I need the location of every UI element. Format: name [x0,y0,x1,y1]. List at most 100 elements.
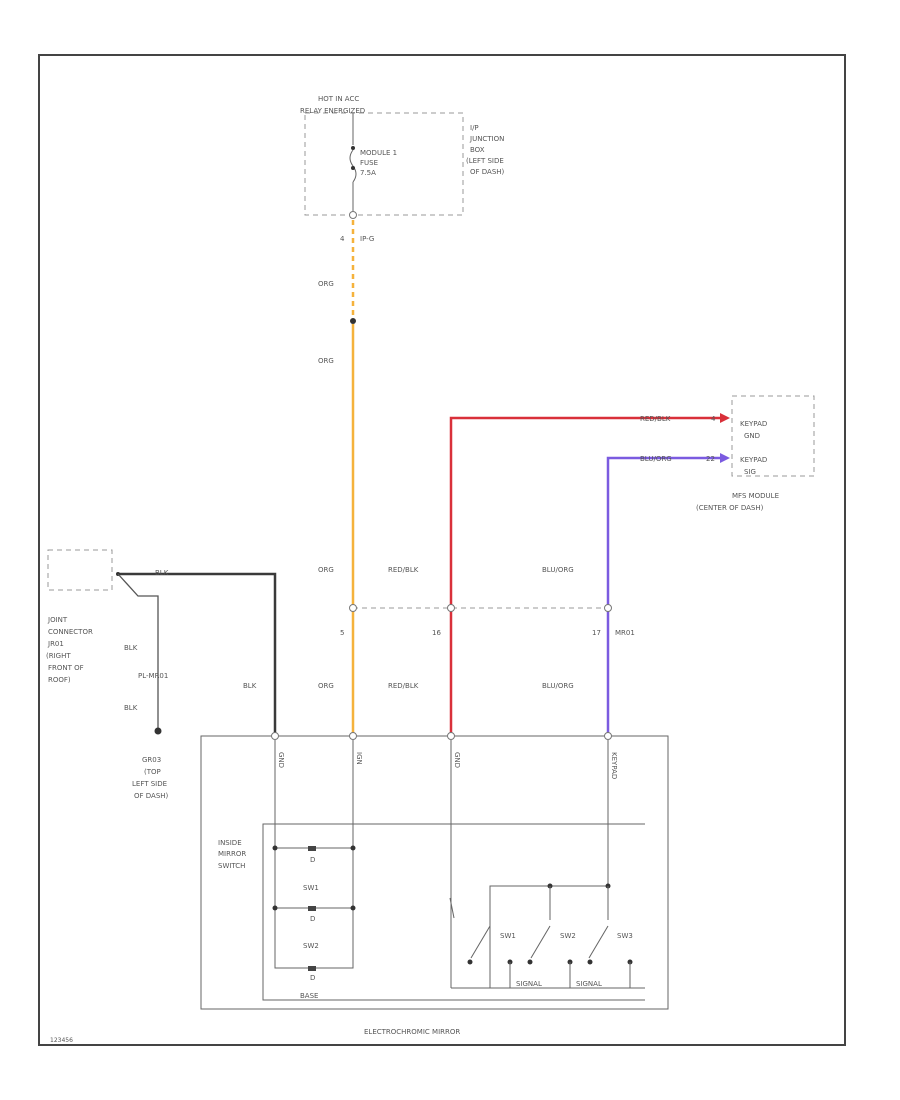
ip-connector-pin-number: 4 [340,235,345,243]
wire-label-org-mid: ORG [318,357,334,365]
joint-label-line5: FRONT OF [48,664,84,672]
junction-box-outline [304,112,464,216]
mirror-pin-gnd-label: GND [277,752,285,768]
mr01-pin-blu-number: 17 [592,629,601,637]
mfs-module-name-b: (CENTER OF DASH) [696,504,764,512]
left-sw2-label: SW2 [303,942,319,950]
mr01-pin-org [349,604,357,612]
keypad-pin1-number: 4 [711,415,716,423]
joint-connector-name: PL-MR01 [138,672,168,680]
blk-wire: BLK BLK [118,569,277,736]
ground-label-line1: GR03 [142,756,161,764]
component-name: ELECTROCHROMIC MIRROR [364,1028,460,1036]
fuse-terminal-bottom [351,166,355,170]
ground-label-line4: OF DASH) [134,792,169,800]
joint-label-line2: CONNECTOR [48,628,93,636]
joint-connector-outline [47,549,113,591]
wire-label-blu-mid: BLU/ORG [542,566,574,574]
wire-label-org-top: ORG [318,280,334,288]
fuse-label-line2: FUSE [360,159,378,167]
keypad-pin1-name-a: KEYPAD [740,420,767,428]
right-sw3-label: SW3 [617,932,633,940]
hot-label-line2: RELAY ENERGIZED [300,107,365,115]
fuse-label-line1: MODULE 1 [360,149,397,157]
diagram-frame [38,54,846,1046]
fuse-terminal-top [351,146,355,150]
mirror-pin-gnd2 [447,732,455,740]
switch-sw2-icon [530,925,551,959]
switch-label-line1: INSIDE [218,839,242,847]
ip-connector-name: IP-G [360,235,374,243]
signal-label-1: SIGNAL [516,980,542,988]
switch-base-label: BASE [300,992,318,1000]
left-diode-1: D [310,856,315,864]
mr01-connector-name: MR01 [615,629,635,637]
junction-label-line3: BOX [470,146,485,154]
mr01-pin-red-number: 16 [432,629,441,637]
wire-label-blk-top: BLK [155,569,169,577]
mr01-connector: 5 16 17 MR01 [340,604,635,637]
mirror-pin-gnd [271,732,279,740]
junction-label-line1: I/P [470,124,479,132]
mfs-module: 4 KEYPAD GND 22 KEYPAD SIG MFS MODULE (C… [696,395,815,512]
joint-label-line3: JR01 [47,640,64,648]
ground-location: GR03 (TOP LEFT SIDE OF DASH) [132,756,169,800]
wire-label-org-bottom: ORG [318,682,334,690]
junction-label-line5: OF DASH) [470,168,505,176]
switch-label-line3: SWITCH [218,862,245,870]
keypad-gnd-arrow-icon [720,413,730,423]
keypad-pin2-number: 22 [706,455,715,463]
left-diode-3: D [310,974,315,982]
mirror-pin-keypad [604,732,612,740]
red-wire: RED/BLK RED/BLK RED/BLK [388,413,730,736]
diode-icon [308,846,316,851]
left-switch-ladder: D SW1 D SW2 D [272,845,356,982]
wire-label-blu-bottom: BLU/ORG [542,682,574,690]
mr01-pin-red [447,604,455,612]
diode-icon [308,906,316,911]
figure-id: 123456 [50,1037,73,1044]
splice-dot [350,318,356,324]
wire-label-blk-right: BLK [243,682,257,690]
ground-label-line3: LEFT SIDE [132,780,167,788]
mirror-pin-ign [349,732,357,740]
mfs-module-outline [731,395,815,477]
junction-label-line2: JUNCTION [469,135,504,143]
electrochromic-mirror: GND IGN GND KEYPAD INSIDE MIRROR SWITCH … [200,732,669,1010]
joint-label-line1: JOINT [47,616,68,624]
wire-label-red-mid: RED/BLK [388,566,419,574]
wire-label-org-low: ORG [318,566,334,574]
joint-label-line6: ROOF) [48,676,71,684]
switch-outline [262,823,645,1001]
keypad-pin2-name-b: SIG [744,468,756,476]
junction-box-section: HOT IN ACC RELAY ENERGIZED MODULE 1 FUSE… [300,95,505,243]
keypad-pin2-name-a: KEYPAD [740,456,767,464]
keypad-sig-arrow-icon [720,453,730,463]
right-sw1-label: SW1 [500,932,516,940]
signal-label-2: SIGNAL [576,980,602,988]
mirror-outline [200,735,669,1010]
junction-label-line4: (LEFT SIDE [466,157,504,165]
mr01-pin-blu [604,604,612,612]
switch-label-line2: MIRROR [218,850,246,858]
ground-dot [154,727,162,735]
left-diode-2: D [310,915,315,923]
right-sw2-label: SW2 [560,932,576,940]
switch-sw3-icon [588,925,609,959]
fuse-label-line3: 7.5A [360,169,376,177]
mr01-pin-org-number: 5 [340,629,344,637]
mirror-pin-gnd2-label: GND [453,752,461,768]
keypad-pin1-name-b: GND [744,432,760,440]
joint-connector: JOINT CONNECTOR JR01 (RIGHT FRONT OF ROO… [46,549,168,735]
mirror-pin-ign-label: IGN [355,752,363,765]
ip-connector-pin [349,211,357,219]
joint-label-line4: (RIGHT [46,652,71,660]
right-switch-bank: SW1 SW2 SW3 SIGNAL SIGNAL [449,883,645,989]
org-wire: ORG ORG ORG ORG [318,220,356,736]
wire-label-red-top: RED/BLK [640,415,671,423]
mfs-module-name-a: MFS MODULE [732,492,779,500]
diode-icon [308,966,316,971]
wire-label-blu-top: BLU/ORG [640,455,672,463]
wire-label-blk-joint: BLK [124,644,138,652]
